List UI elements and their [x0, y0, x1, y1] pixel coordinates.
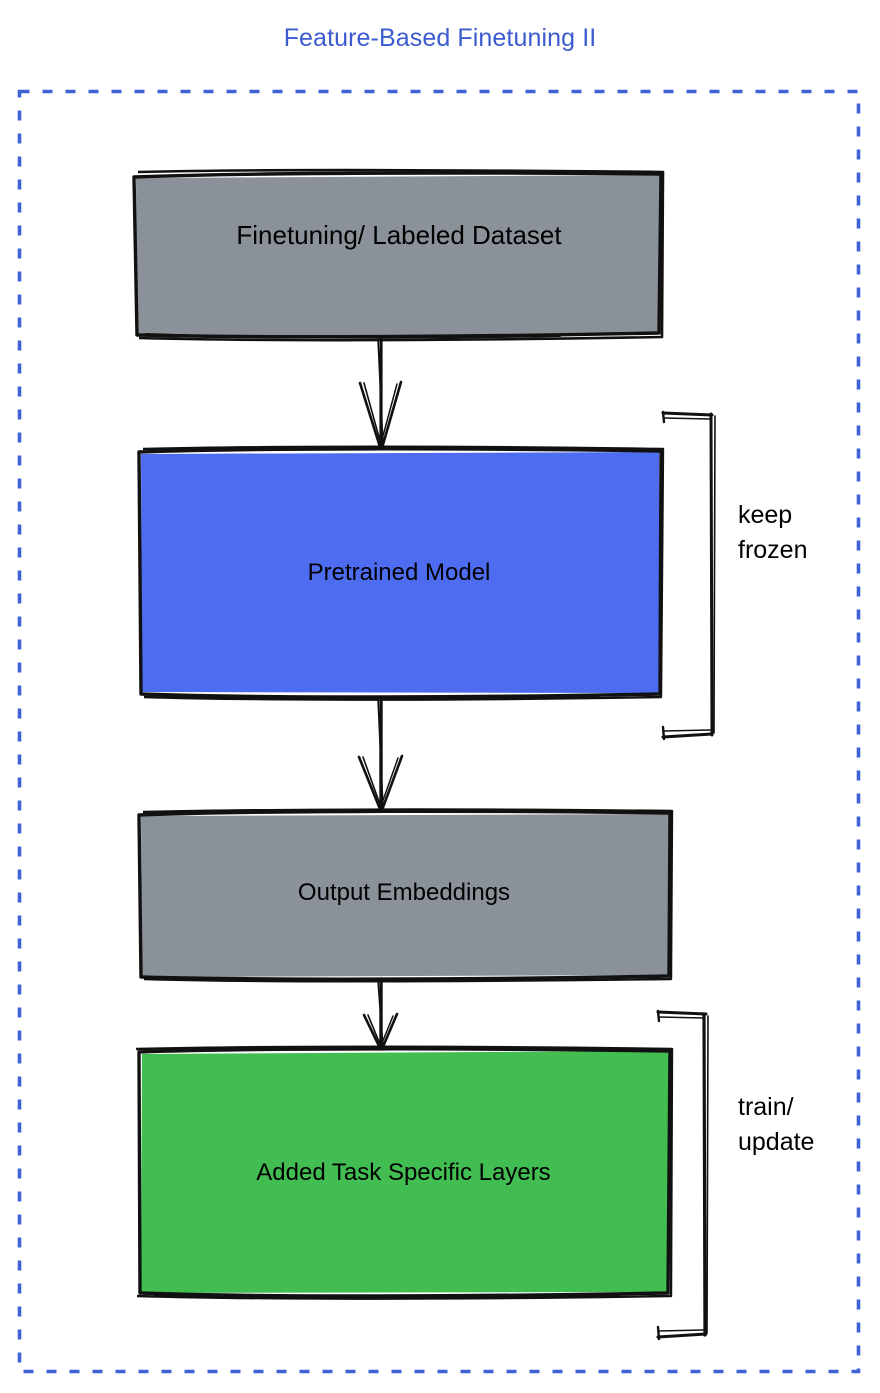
bracket-label-train-update: train/ update: [738, 1093, 815, 1156]
bracket-keep-frozen: [661, 410, 716, 741]
node-pretrained-sketch-accent-bottom: [159, 695, 601, 700]
page-title: Feature-Based Finetuning II: [283, 24, 597, 52]
node-dataset-fill: [136, 175, 661, 336]
node-dataset-sketch-outline-b: [137, 168, 665, 342]
bracket-label-keep-frozen: keep frozen: [738, 501, 808, 564]
arrow-dataset-to-pretrained: [358, 335, 403, 450]
node-pretrained-model[interactable]: [137, 445, 665, 701]
node-pretrained-fill: [141, 452, 660, 693]
node-embeddings-sketch-outline-b: [142, 808, 674, 983]
node-output-embeddings[interactable]: [137, 808, 674, 983]
node-task-layers-fill: [141, 1051, 669, 1293]
node-dataset-sketch-accent: [145, 333, 561, 339]
dashed-container-frame: [17, 89, 861, 1374]
node-embeddings-fill: [141, 814, 670, 977]
bracket-train-update: [656, 1009, 709, 1341]
node-task-specific-layers[interactable]: [135, 1045, 674, 1300]
node-task-layers-sketch-accent: [154, 1294, 621, 1299]
node-dataset[interactable]: [132, 168, 665, 342]
node-task-layers-sketch-outline-a: [137, 1047, 672, 1298]
arrow-embeddings-to-task-layers: [362, 977, 399, 1051]
arrow-pretrained-to-embeddings: [357, 695, 404, 812]
node-pretrained-sketch-accent-top: [149, 446, 481, 451]
